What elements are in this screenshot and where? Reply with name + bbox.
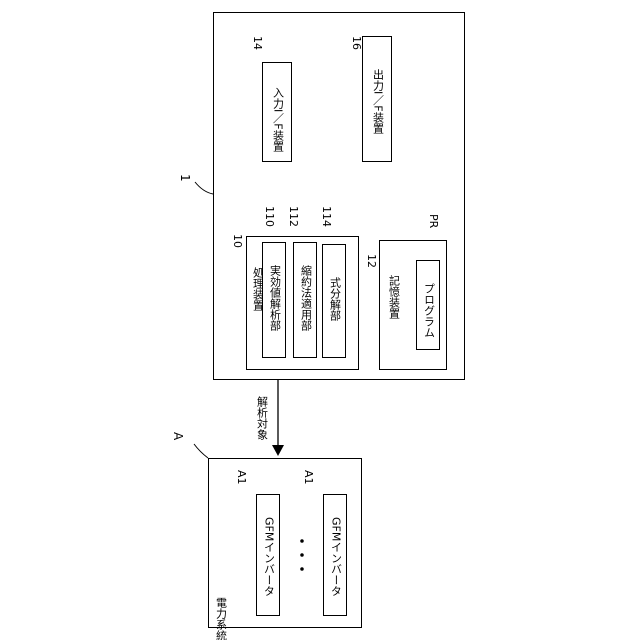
effective-value-analysis-label: 実効値解析部 [270, 265, 281, 331]
ref-112: 112 [288, 206, 299, 227]
reduction-method-label: 縮約法適用部 [301, 265, 312, 331]
gfm-inverter-label-1: GFMインバータ [264, 517, 275, 596]
output-if-label: 出力I／F装置 [373, 69, 384, 134]
ref-16: 16 [351, 36, 362, 50]
ref-1-leader [195, 182, 213, 194]
ref-12: 12 [366, 254, 377, 268]
ref-10: 10 [232, 234, 243, 248]
analysis-target-label: 解析対象 [257, 396, 268, 440]
ref-device: 1 [179, 174, 191, 182]
ref-114: 114 [321, 206, 332, 227]
analysis-arrow-head [272, 445, 284, 456]
storage-label: 記憶装置 [389, 275, 400, 319]
input-if-box: 入力I／F装置 [262, 62, 292, 162]
ref-a1-1: A1 [236, 470, 247, 485]
formula-decomposition-box: 式分解部 [322, 244, 346, 358]
gfm-inverter-box-2: GFMインバータ [323, 494, 347, 616]
inverter-ellipsis: ・・・ [294, 534, 308, 576]
reduction-method-box: 縮約法適用部 [293, 242, 317, 358]
ref-14: 14 [252, 36, 263, 50]
power-system-label: 電力系統 [216, 597, 227, 640]
input-if-label: 入力I／F装置 [273, 87, 284, 152]
formula-decomposition-label: 式分解部 [330, 277, 341, 321]
program-box: プログラム [416, 260, 440, 350]
ref-a1-2: A1 [303, 470, 314, 485]
gfm-inverter-box-1: GFMインバータ [256, 494, 280, 616]
program-label: プログラム [424, 283, 435, 338]
ref-pr: PR [428, 214, 439, 228]
output-if-box: 出力I／F装置 [362, 36, 392, 162]
gfm-inverter-label-2: GFMインバータ [331, 517, 342, 596]
effective-value-analysis-box: 実効値解析部 [262, 242, 286, 358]
ref-110: 110 [264, 206, 275, 227]
ref-a-leader [194, 444, 208, 458]
ref-a: A [172, 432, 184, 440]
